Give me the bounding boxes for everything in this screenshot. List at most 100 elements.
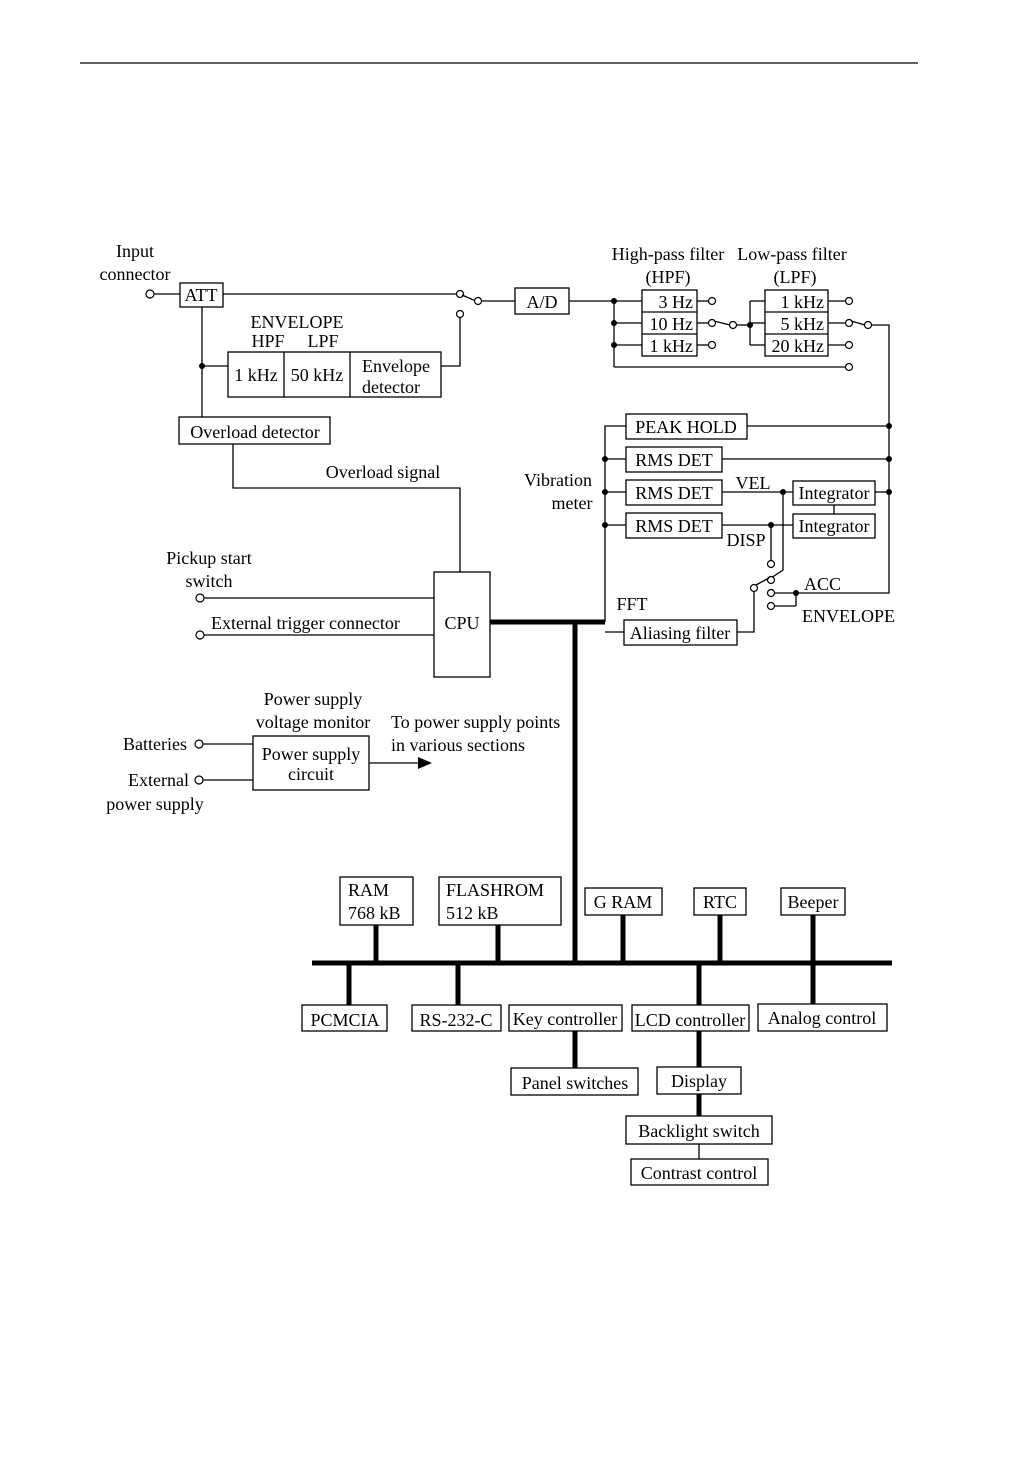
- integrator-box-1: [792, 480, 876, 506]
- lpf-title-2: (LPF): [773, 267, 816, 288]
- cpu-label: CPU: [444, 613, 479, 633]
- beeper-label: Beeper: [788, 892, 839, 912]
- psv-label-1: Power supply: [264, 689, 363, 709]
- att-label: ATT: [185, 285, 218, 305]
- input-connector-terminal: [145, 289, 155, 299]
- psv-label-2: voltage monitor: [256, 712, 370, 732]
- overload-signal-label: Overload signal: [326, 462, 440, 482]
- aliasing-filter-label: Aliasing filter: [630, 623, 730, 643]
- power-supply-circuit-label-2: circuit: [288, 764, 334, 784]
- lpf-value-5khz: 5 kHz: [781, 314, 825, 334]
- analog-control-label: Analog control: [768, 1008, 876, 1028]
- vel-label: VEL: [736, 473, 771, 493]
- disp-label: DISP: [726, 530, 765, 550]
- display-label: Display: [671, 1071, 727, 1091]
- hpf-title-2: (HPF): [645, 267, 690, 288]
- gram-box: [584, 887, 663, 916]
- external-power-terminal: [194, 775, 204, 785]
- analog-control-box: [757, 1003, 888, 1032]
- lcd-controller-label: LCD controller: [635, 1010, 745, 1030]
- rtc-label: RTC: [703, 892, 737, 912]
- rs232-label: RS-232-C: [419, 1010, 492, 1030]
- integrator-label-1: Integrator: [799, 483, 870, 503]
- hpf-value-10hz: 10 Hz: [650, 314, 694, 334]
- input-switch-blade: [461, 294, 477, 302]
- vibration-meter-label-1: Vibration: [524, 470, 592, 490]
- panel-switches-label: Panel switches: [522, 1073, 628, 1093]
- beeper-box: [780, 887, 846, 916]
- overload-detector-label: Overload detector: [190, 422, 319, 442]
- lpf-box: [764, 289, 829, 357]
- integrator-label-2: Integrator: [799, 516, 870, 536]
- fft-switch-blade: [755, 577, 770, 586]
- pcmcia-label: PCMCIA: [310, 1010, 379, 1030]
- input-label-2: connector: [100, 264, 171, 284]
- batteries-label: Batteries: [123, 734, 187, 754]
- lpf-switch-blade: [850, 320, 866, 326]
- panel-switches-box: [510, 1067, 639, 1096]
- envelope-detector-label-2: detector: [362, 377, 420, 397]
- lpf-value-20khz: 20 kHz: [772, 336, 825, 356]
- ad-label: A/D: [527, 292, 558, 312]
- pickup-label-1: Pickup start: [166, 548, 252, 568]
- aliasing-filter-box: [623, 619, 738, 646]
- lpf-title-1: Low-pass filter: [737, 244, 846, 264]
- lpf-value-1khz: 1 kHz: [781, 292, 825, 312]
- envelope-lpf-head: LPF: [307, 331, 338, 351]
- backlight-switch-label: Backlight switch: [638, 1121, 759, 1141]
- external-power-label-1: External: [128, 770, 189, 790]
- to-power-label-1: To power supply points: [391, 712, 560, 732]
- flashrom-label-2: 512 kB: [446, 903, 499, 923]
- peak-hold-box: [625, 413, 748, 440]
- lpf-switch-common: [863, 320, 873, 330]
- backlight-switch-box: [625, 1115, 773, 1145]
- envelope-hpf-head: HPF: [251, 331, 284, 351]
- hpf-box: [641, 289, 698, 357]
- key-controller-label: Key controller: [513, 1009, 617, 1029]
- hpf-bypass-terminal: [844, 362, 854, 372]
- ram-label-1: RAM: [348, 880, 389, 900]
- contrast-control-box: [630, 1158, 769, 1186]
- external-trigger-terminal: [195, 630, 205, 640]
- fft-label: FFT: [616, 594, 647, 614]
- hpf-switch-blade: [713, 320, 731, 326]
- power-supply-circuit-box: [252, 735, 370, 791]
- rms-det-box-1: [625, 446, 723, 473]
- input-switch-terminal-top: [455, 289, 465, 299]
- hpf-switch-common: [728, 320, 738, 330]
- envelope-title: ENVELOPE: [251, 312, 344, 332]
- envelope-hpf-value: 1 kHz: [234, 365, 278, 385]
- rms-det-label-2: RMS DET: [635, 483, 713, 503]
- ram-label-2: 768 kB: [348, 903, 401, 923]
- envelope-output-label: ENVELOPE: [802, 606, 895, 626]
- power-output-arrow: [418, 757, 432, 769]
- flashrom-label-1: FLASHROM: [446, 880, 544, 900]
- envelope-filter-box: [227, 351, 442, 398]
- rms-det-label-3: RMS DET: [635, 516, 713, 536]
- integrator-box-2: [792, 513, 876, 539]
- input-switch-common: [473, 296, 483, 306]
- power-supply-circuit-label-1: Power supply: [262, 744, 361, 764]
- envelope-lpf-value: 50 kHz: [291, 365, 344, 385]
- pcmcia-box: [301, 1004, 388, 1032]
- cpu-box: [433, 571, 491, 678]
- att-box: [179, 282, 224, 308]
- external-power-label-2: power supply: [106, 794, 204, 814]
- envelope-detector-label-1: Envelope: [362, 356, 430, 376]
- pickup-label-2: switch: [186, 571, 233, 591]
- key-controller-box: [508, 1004, 623, 1032]
- flashrom-box: [438, 876, 562, 926]
- pickup-switch-terminal: [195, 593, 205, 603]
- fft-switch-common: [749, 583, 759, 593]
- rs232-box: [411, 1004, 502, 1032]
- vibration-meter-label-2: meter: [552, 493, 593, 513]
- lcd-controller-box: [631, 1004, 750, 1032]
- peak-hold-label: PEAK HOLD: [635, 417, 737, 437]
- acc-label: ACC: [804, 574, 841, 594]
- overload-detector-box: [178, 416, 331, 445]
- external-trigger-label: External trigger connector: [211, 613, 400, 633]
- hpf-value-1khz: 1 kHz: [650, 336, 694, 356]
- display-box: [656, 1066, 742, 1095]
- hpf-title-1: High-pass filter: [612, 244, 724, 264]
